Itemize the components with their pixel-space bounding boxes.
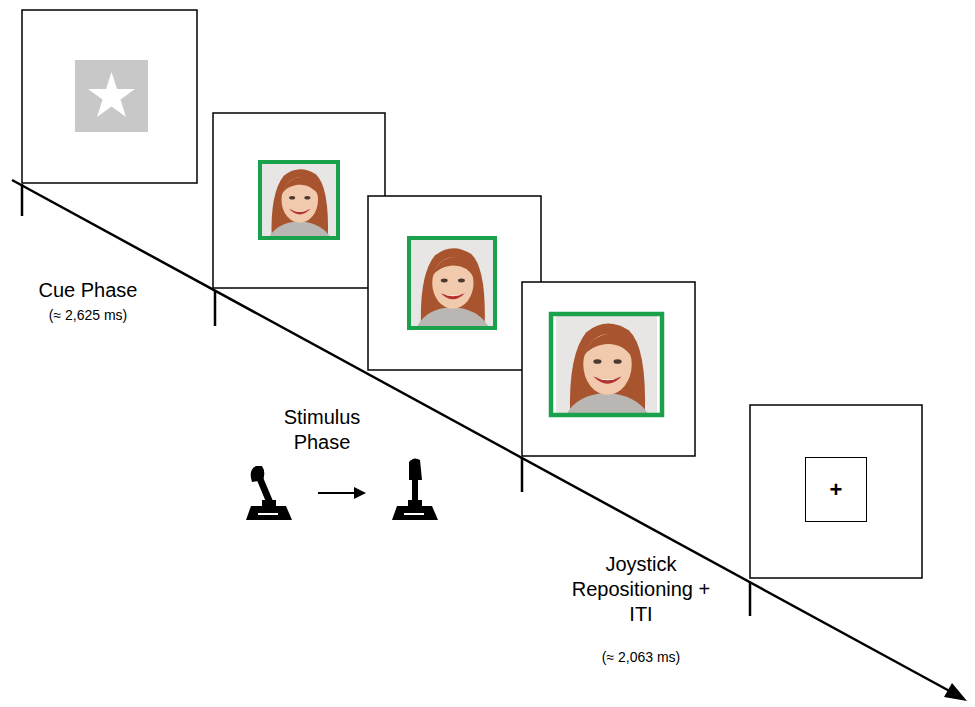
- fixation-box: +: [805, 457, 867, 522]
- phase-label: Joystick Repositioning + ITI: [566, 552, 716, 627]
- phase-label: Cue Phase: [8, 278, 168, 303]
- phase-label: Stimulus Phase: [267, 405, 377, 455]
- duration-label: (≈ 2,625 ms): [8, 307, 168, 325]
- duration-label: (≈ 2,063 ms): [561, 649, 721, 667]
- fixation-cross: +: [830, 477, 843, 503]
